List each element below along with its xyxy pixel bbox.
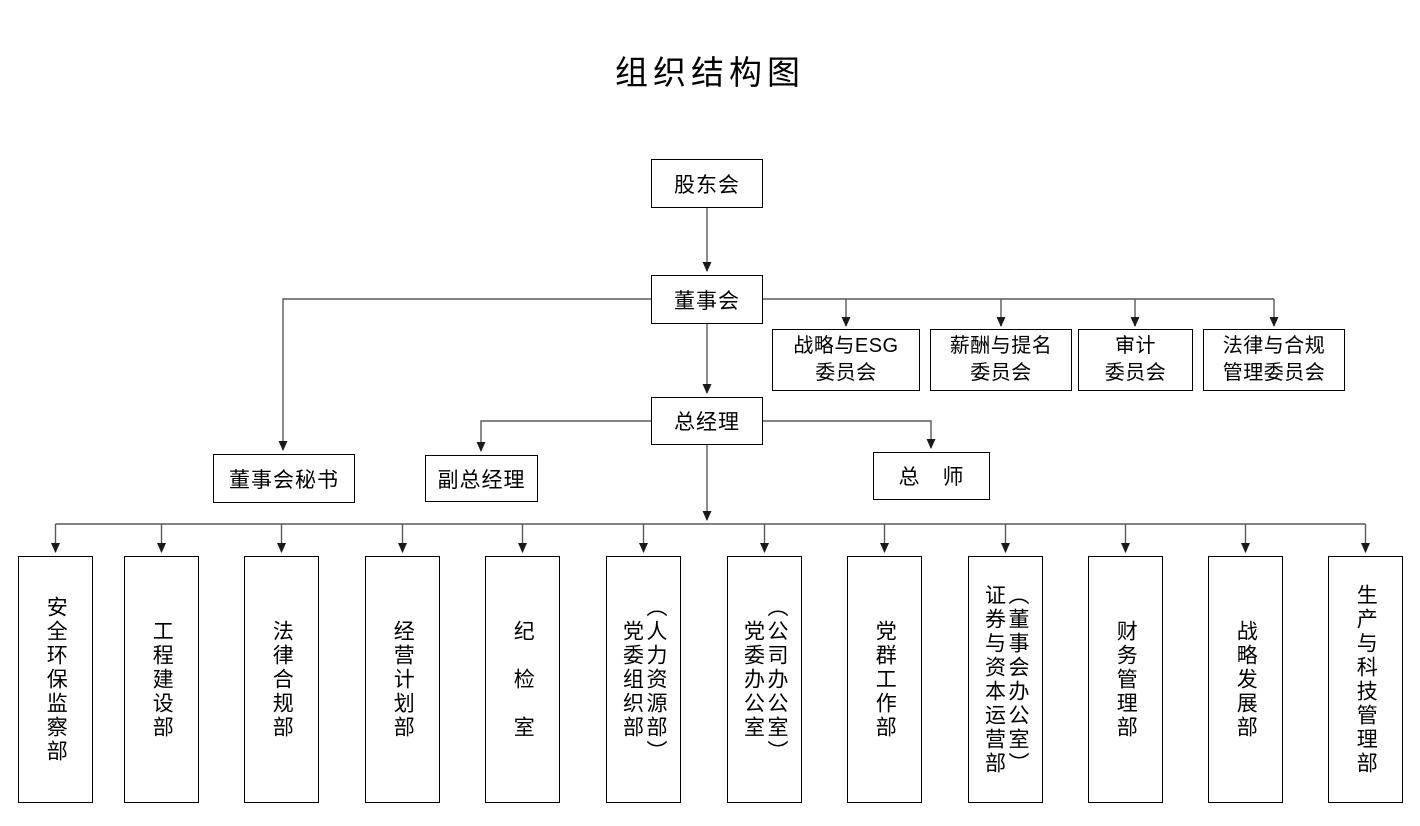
committee-strategy-esg-label: 战略与ESG 委员会 xyxy=(793,333,898,387)
dept-label: 经营计划部 xyxy=(391,619,415,740)
node-shareholders-label: 股东会 xyxy=(674,173,740,197)
dept-label-column: 安全环保监察部 xyxy=(44,595,68,764)
dept-label-column: 经营计划部 xyxy=(391,619,415,740)
dept-label-column: 生产与科技管理部 xyxy=(1354,583,1378,776)
dept-label-column: 财务管理部 xyxy=(1114,619,1138,740)
dept-label: 生产与科技管理部 xyxy=(1354,583,1378,776)
committee-legal-compliance: 法律与合规 管理委员会 xyxy=(1203,329,1345,391)
dept-label: 财务管理部 xyxy=(1114,619,1138,740)
node-chief-engineer-label: 总 师 xyxy=(898,466,965,489)
dept-label: 战略发展部 xyxy=(1234,619,1258,740)
dept-label-column: （董事会办公室） xyxy=(1006,583,1030,776)
dept-label: 党委办公室 （公司办公室） xyxy=(741,595,789,764)
dept-label-column: 法律合规部 xyxy=(270,619,294,740)
node-chief-engineer: 总 师 xyxy=(873,452,990,500)
dept-label-column: 纪 检 室 xyxy=(511,619,535,740)
dept-label-column: 党委组织部 xyxy=(620,619,644,740)
committee-strategy-esg: 战略与ESG 委员会 xyxy=(772,329,920,391)
node-deputy-general-manager: 副总经理 xyxy=(425,455,538,502)
dept-production-technology-management: 生产与科技管理部 xyxy=(1328,556,1403,803)
committee-label-line2: 委员会 xyxy=(815,362,877,384)
dept-label: 证券与资本运营部 （董事会办公室） xyxy=(982,583,1030,776)
dept-party-mass-work: 党群工作部 xyxy=(847,556,922,803)
committee-label-line1: 薪酬与提名 xyxy=(949,335,1053,357)
node-board-label: 董事会 xyxy=(674,289,740,313)
dept-label: 安全环保监察部 xyxy=(44,595,68,764)
committee-label-line2: 管理委员会 xyxy=(1222,362,1326,384)
node-general-manager-label: 总经理 xyxy=(674,411,740,434)
dept-label: 工程建设部 xyxy=(150,619,174,740)
dept-label: 法律合规部 xyxy=(270,619,294,740)
dept-label: 党委组织部 （人力资源部） xyxy=(620,595,668,764)
dept-safety-environment-supervision: 安全环保监察部 xyxy=(18,556,93,803)
dept-label-column: 工程建设部 xyxy=(150,619,174,740)
dept-label-column: （人力资源部） xyxy=(644,595,668,764)
dept-party-committee-organization-hr: 党委组织部 （人力资源部） xyxy=(606,556,681,803)
dept-party-committee-office: 党委办公室 （公司办公室） xyxy=(727,556,802,803)
dept-label: 党群工作部 xyxy=(873,619,897,740)
committee-label-line2: 委员会 xyxy=(970,362,1032,384)
committee-label-line2: 委员会 xyxy=(1104,362,1167,384)
dept-label-column: 证券与资本运营部 xyxy=(982,583,1006,776)
connector-gm-deputy xyxy=(476,420,652,452)
dept-label-column: （公司办公室） xyxy=(765,595,789,764)
dept-label: 纪 检 室 xyxy=(511,619,535,740)
dept-finance-management: 财务管理部 xyxy=(1088,556,1163,803)
committee-label-line1: 审计 xyxy=(1115,335,1156,357)
dept-securities-capital-operation: 证券与资本运营部 （董事会办公室） xyxy=(968,556,1043,803)
dept-label-column: 党委办公室 xyxy=(741,619,765,740)
node-shareholders: 股东会 xyxy=(651,159,763,208)
dept-operation-planning: 经营计划部 xyxy=(365,556,440,803)
node-deputy-general-manager-label: 副总经理 xyxy=(437,468,526,492)
node-board: 董事会 xyxy=(651,275,763,324)
committee-label-line1: 法律与合规 xyxy=(1222,335,1326,357)
dept-label-column: 党群工作部 xyxy=(873,619,897,740)
committee-audit: 审计 委员会 xyxy=(1078,329,1193,391)
dept-discipline-inspection-office: 纪 检 室 xyxy=(485,556,560,803)
committee-audit-label: 审计 委员会 xyxy=(1105,333,1167,387)
committee-legal-compliance-label: 法律与合规 管理委员会 xyxy=(1223,333,1326,387)
node-general-manager: 总经理 xyxy=(651,397,763,445)
node-board-secretary-label: 董事会秘书 xyxy=(229,468,339,492)
connector-gm-chief-engineer xyxy=(763,420,936,449)
dept-label-column: 战略发展部 xyxy=(1234,619,1258,740)
dept-legal-compliance: 法律合规部 xyxy=(244,556,319,803)
dept-strategy-development: 战略发展部 xyxy=(1208,556,1283,803)
connector-board-secretary xyxy=(278,298,651,451)
dept-engineering-construction: 工程建设部 xyxy=(124,556,199,803)
committee-compensation-nomination: 薪酬与提名 委员会 xyxy=(930,329,1072,391)
committee-compensation-nomination-label: 薪酬与提名 委员会 xyxy=(950,333,1053,387)
chart-title: 组织结构图 xyxy=(615,54,805,91)
node-board-secretary: 董事会秘书 xyxy=(213,454,355,503)
committee-label-line1: 战略与ESG xyxy=(793,335,899,357)
